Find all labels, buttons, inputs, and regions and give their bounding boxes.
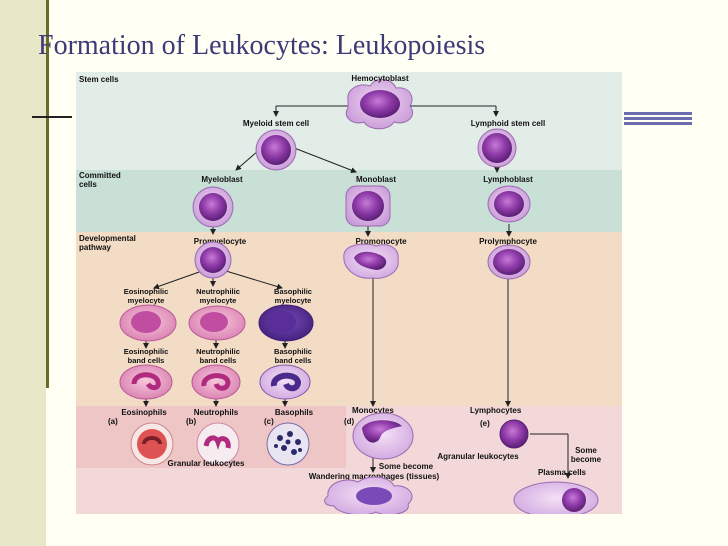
band-stem: [76, 72, 622, 170]
bas-band-nucleus: [271, 372, 302, 392]
neu-band-cell: [191, 364, 241, 400]
label-wandering-macrophages: Wandering macrophages (tissues): [309, 472, 440, 481]
macrophage-nucleus: [356, 487, 392, 505]
diagram-panel: Stem cells Committed cells Developmental…: [76, 72, 622, 514]
label-myeloblast: Myeloblast: [201, 175, 243, 184]
promyelocyte-nucleus: [200, 247, 226, 273]
label-neu-band-2: band cells: [200, 356, 237, 365]
label-eos-myelocyte-2: myelocyte: [128, 296, 165, 305]
label-lymphoid-stem: Lymphoid stem cell: [471, 119, 545, 128]
label-neu-myelocyte-2: myelocyte: [200, 296, 237, 305]
slide-sidebar: [0, 0, 46, 546]
label-neu-band-1: Neutrophilic: [196, 347, 240, 356]
eosinophil-granules: [137, 429, 167, 459]
label-eosinophils: Eosinophils: [121, 408, 167, 417]
label-neutrophils: Neutrophils: [194, 408, 239, 417]
leukopoiesis-diagram: Stem cells Committed cells Developmental…: [79, 74, 602, 514]
arrow-to-bas-myelocyte: [225, 270, 283, 290]
plasma-cell-nucleus: [562, 488, 586, 512]
label-promyelocyte: Promyelocyte: [194, 237, 247, 246]
arrow-to-eos-myelocyte: [153, 270, 203, 290]
row-label-committed-1: Committed: [79, 171, 121, 180]
letter-b: (b): [186, 417, 197, 426]
label-lymphoblast: Lymphoblast: [483, 175, 533, 184]
bas-myelocyte-nucleus: [268, 311, 296, 333]
label-bas-band-2: band cells: [275, 356, 312, 365]
eosinophil-nucleus: [142, 436, 162, 445]
label-neu-myelocyte-1: Neutrophilic: [196, 287, 240, 296]
monocyte-nucleus: [362, 420, 402, 443]
neu-band-nucleus: [201, 373, 231, 391]
label-hemocytoblast: Hemocytoblast: [351, 74, 409, 83]
title-rule-right: [624, 112, 692, 126]
hemocytoblast-nucleus: [360, 90, 400, 118]
eos-band-nucleus: [131, 372, 161, 391]
neu-myelocyte-nucleus: [200, 312, 228, 332]
bas-band-cell: [259, 364, 311, 400]
letter-c: (c): [264, 417, 274, 426]
monoblast-nucleus: [352, 191, 384, 221]
label-agranular-leukocytes: Agranular leukocytes: [437, 452, 519, 461]
letter-e: (e): [480, 419, 490, 428]
label-monoblast: Monoblast: [356, 175, 396, 184]
promonocyte-nucleus: [354, 251, 387, 270]
label-plasma-cells: Plasma cells: [538, 468, 587, 477]
row-label-dev-2: pathway: [79, 243, 112, 252]
lymphoblast-nucleus: [494, 191, 524, 217]
label-bas-band-1: Basophilic: [274, 347, 312, 356]
sidebar-edge: [46, 0, 49, 388]
row-label-committed-2: cells: [79, 180, 97, 189]
eos-band-cell: [119, 364, 173, 400]
letter-a: (a): [108, 417, 118, 426]
label-some-become: Some become: [379, 462, 434, 471]
eos-myelocyte-nucleus: [131, 311, 161, 333]
label-bas-myelocyte-2: myelocyte: [275, 296, 312, 305]
slide-title: Formation of Leukocytes: Leukopoiesis: [38, 30, 486, 61]
label-become: become: [571, 455, 602, 464]
label-promonocyte: Promonocyte: [355, 237, 407, 246]
label-bas-myelocyte-1: Basophilic: [274, 287, 312, 296]
monocyte-cell: [352, 412, 414, 460]
label-eos-band-2: band cells: [128, 356, 165, 365]
myeloblast-nucleus: [199, 193, 227, 221]
label-granular-leukocytes: Granular leukocytes: [168, 459, 245, 468]
row-label-dev-1: Developmental: [79, 234, 136, 243]
lymphocyte-cell: [499, 419, 529, 449]
label-lymphocytes: Lymphocytes: [470, 406, 522, 415]
label-prolymphocyte: Prolymphocyte: [479, 237, 537, 246]
label-eos-myelocyte-1: Eosinophilic: [124, 287, 169, 296]
label-basophils: Basophils: [275, 408, 314, 417]
neutrophil-nucleus: [203, 435, 231, 450]
letter-d: (d): [344, 417, 355, 426]
basophil-granules: [274, 431, 302, 455]
myeloid-stem-nucleus: [261, 135, 291, 165]
prolymphocyte-nucleus: [493, 249, 525, 275]
title-rule-left: [32, 116, 72, 118]
label-myeloid-stem: Myeloid stem cell: [243, 119, 309, 128]
row-label-stem: Stem cells: [79, 75, 119, 84]
label-eos-band-1: Eosinophilic: [124, 347, 169, 356]
lymphoid-stem-nucleus: [482, 133, 512, 163]
label-some: Some: [575, 446, 597, 455]
label-monocytes: Monocytes: [352, 406, 394, 415]
